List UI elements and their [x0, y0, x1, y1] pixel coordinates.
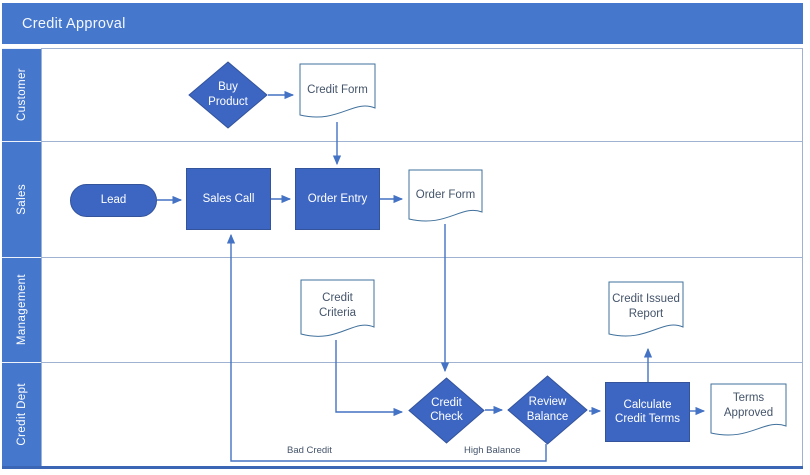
node-buy-product: Buy Product — [188, 61, 268, 129]
node-calculate-credit-terms: Calculate Credit Terms — [605, 382, 690, 442]
lane-label-credit-dept: Credit Dept — [2, 362, 41, 466]
node-order-entry: Order Entry — [295, 168, 380, 230]
node-label: Credit Issued Report — [612, 293, 680, 320]
lane-label-sales: Sales — [2, 141, 41, 257]
lane-body-management — [41, 258, 803, 362]
document-shape — [408, 169, 483, 222]
node-label: Order Entry — [307, 192, 368, 205]
node-terms-approved: Terms Approved — [710, 383, 787, 443]
node-sales-call: Sales Call — [186, 168, 271, 230]
node-label: Terms Approved — [723, 392, 774, 419]
node-credit-check: Credit Check — [408, 377, 485, 444]
node-credit-issued-report: Credit Issued Report — [608, 281, 684, 344]
node-lead: Lead — [70, 184, 157, 217]
document-shape — [608, 281, 684, 337]
node-credit-form: Credit Form — [299, 63, 376, 125]
node-label: Calculate Credit Terms — [615, 398, 680, 425]
node-label: Credit Form — [307, 84, 368, 96]
node-label: Credit Criteria — [318, 292, 357, 319]
edge-label-high-balance: High Balance — [464, 445, 521, 456]
node-label: Review Balance — [526, 396, 569, 423]
diagram-header: Credit Approval — [2, 3, 803, 44]
node-review-balance: Review Balance — [507, 375, 588, 445]
decision-diamond — [188, 61, 268, 129]
node-order-form: Order Form — [408, 169, 483, 229]
node-label: Order Form — [415, 189, 476, 201]
lane-body-sales — [41, 142, 803, 257]
page-title: Credit Approval — [22, 15, 126, 32]
document-shape — [299, 63, 376, 118]
node-label: Sales Call — [202, 192, 255, 205]
node-label: Credit Check — [430, 396, 463, 424]
lane-label-customer: Customer — [2, 48, 41, 141]
diagram-bottom-border — [2, 466, 803, 469]
node-label: Lead — [100, 194, 127, 207]
node-credit-criteria: Credit Criteria — [300, 279, 375, 345]
lane-label-management: Management — [2, 257, 41, 362]
lane-body-credit-dept — [41, 363, 803, 466]
document-shape — [710, 383, 787, 436]
node-label: Buy Product — [208, 81, 248, 108]
lane-sales: Sales — [2, 141, 803, 257]
lane-customer: Customer — [2, 48, 803, 141]
edge-label-bad-credit: Bad Credit — [287, 445, 332, 456]
lane-body-customer — [41, 49, 803, 141]
diagram-right-border — [802, 48, 803, 466]
